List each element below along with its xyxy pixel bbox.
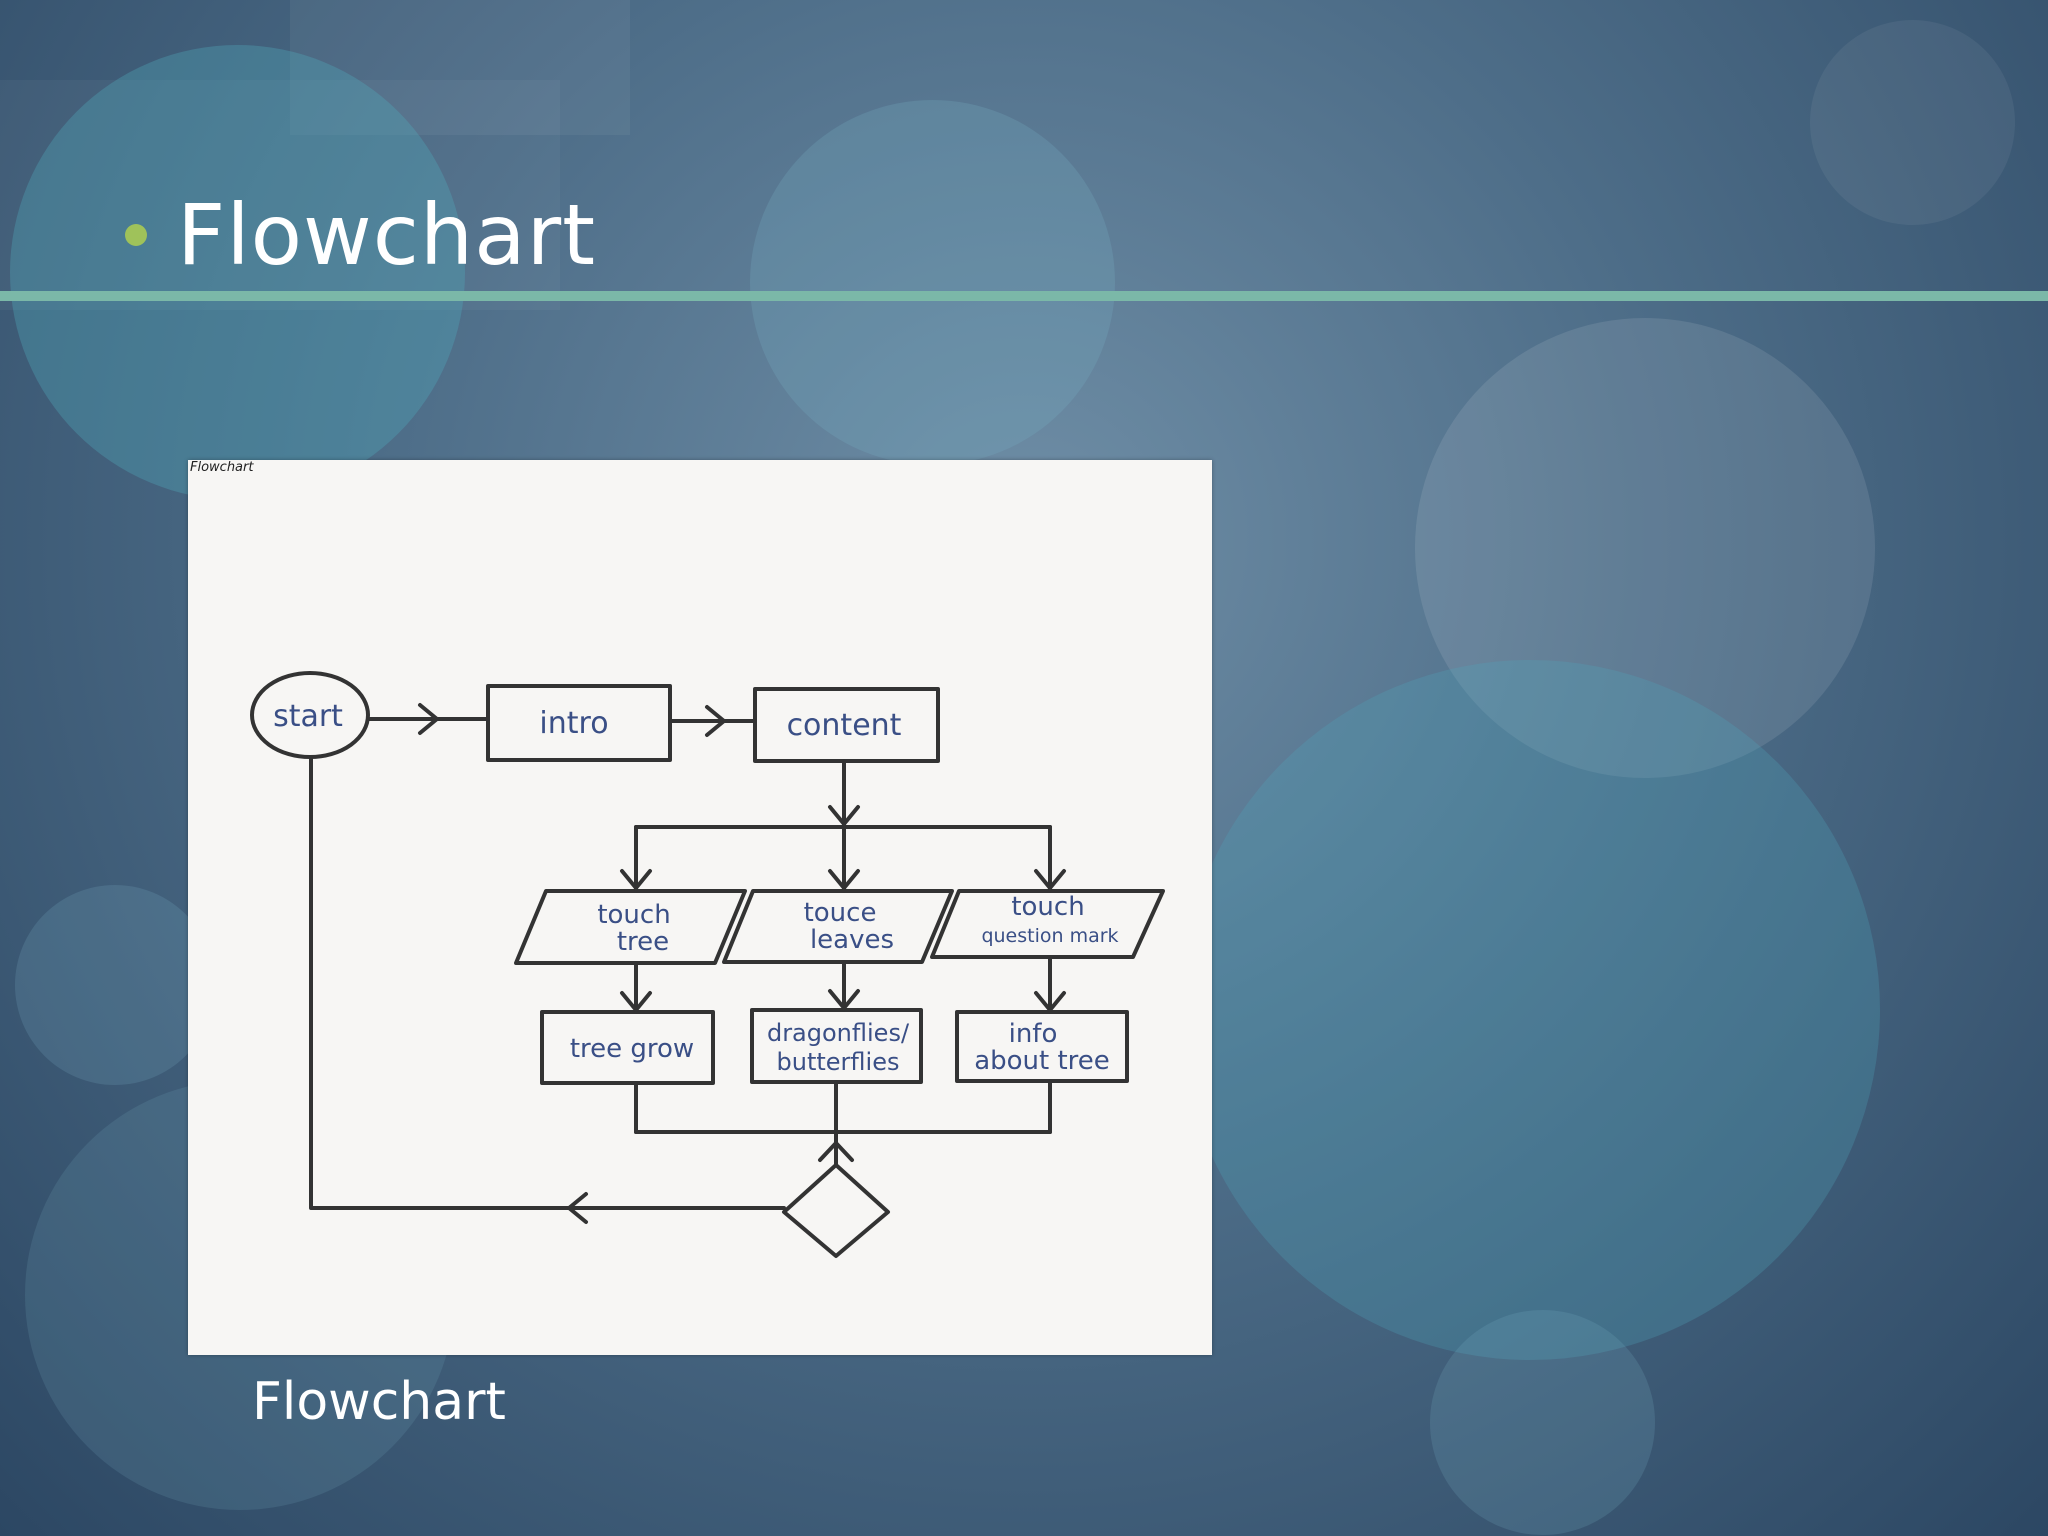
start-label: start — [273, 699, 343, 734]
loop-back-line — [309, 755, 786, 1210]
touch-question-mark-node — [930, 889, 1165, 959]
tree-grow-node — [540, 1010, 715, 1085]
background-bubble — [1810, 20, 2015, 225]
flowchart-image: Flowchart — [188, 460, 1212, 1355]
arrowhead — [705, 705, 726, 737]
arrowhead — [567, 1192, 588, 1224]
touch-tree-node — [514, 889, 747, 965]
arrowhead — [1034, 869, 1066, 890]
dragonflies-label-1: dragonflies/ — [767, 1019, 910, 1047]
decision-node — [782, 1163, 890, 1258]
arrowhead — [1034, 991, 1066, 1012]
intro-label: intro — [539, 706, 608, 741]
background-bubble — [1180, 660, 1880, 1360]
touce-leaves-label-1: touce — [804, 898, 877, 928]
info-label-2: about tree — [974, 1046, 1110, 1076]
flowchart-diagram: start intro content touch tree touce lea… — [250, 671, 1165, 1258]
slide-title: Flowchart — [177, 186, 597, 284]
background-bubble — [1430, 1310, 1655, 1535]
background-panel — [290, 0, 630, 135]
touch-tree-label-1: touch — [597, 900, 670, 930]
touch-question-label-1: touch — [1011, 892, 1084, 922]
info-label-1: info — [1009, 1019, 1058, 1049]
arrowhead — [418, 703, 439, 735]
background-bubble — [750, 100, 1115, 465]
dragonflies-label-2: butterflies — [777, 1048, 900, 1076]
arrowhead — [828, 869, 860, 890]
touch-tree-label-2: tree — [617, 927, 669, 957]
touce-leaves-node — [722, 889, 954, 964]
touch-question-label-2: question mark — [981, 925, 1118, 947]
figure-corner-label: Flowchart — [190, 460, 254, 475]
content-node — [753, 687, 940, 763]
bullet-icon — [125, 224, 147, 246]
title-row: Flowchart — [125, 175, 596, 295]
background-bubble — [10, 45, 465, 500]
tree-grow-label: tree grow — [570, 1034, 694, 1064]
background-bubble — [15, 885, 215, 1085]
background-panel — [0, 80, 560, 310]
content-label: content — [787, 708, 902, 743]
arrowhead — [828, 989, 860, 1010]
arrowhead — [620, 991, 652, 1012]
arrowhead — [818, 1141, 854, 1162]
figure-caption: Flowchart — [252, 1372, 506, 1432]
arrowhead — [620, 869, 652, 890]
background-bubble — [1415, 318, 1875, 778]
title-divider — [0, 291, 2048, 301]
touce-leaves-label-2: leaves — [810, 925, 894, 955]
arrowhead — [828, 805, 860, 826]
info-about-tree-node — [955, 1010, 1129, 1083]
